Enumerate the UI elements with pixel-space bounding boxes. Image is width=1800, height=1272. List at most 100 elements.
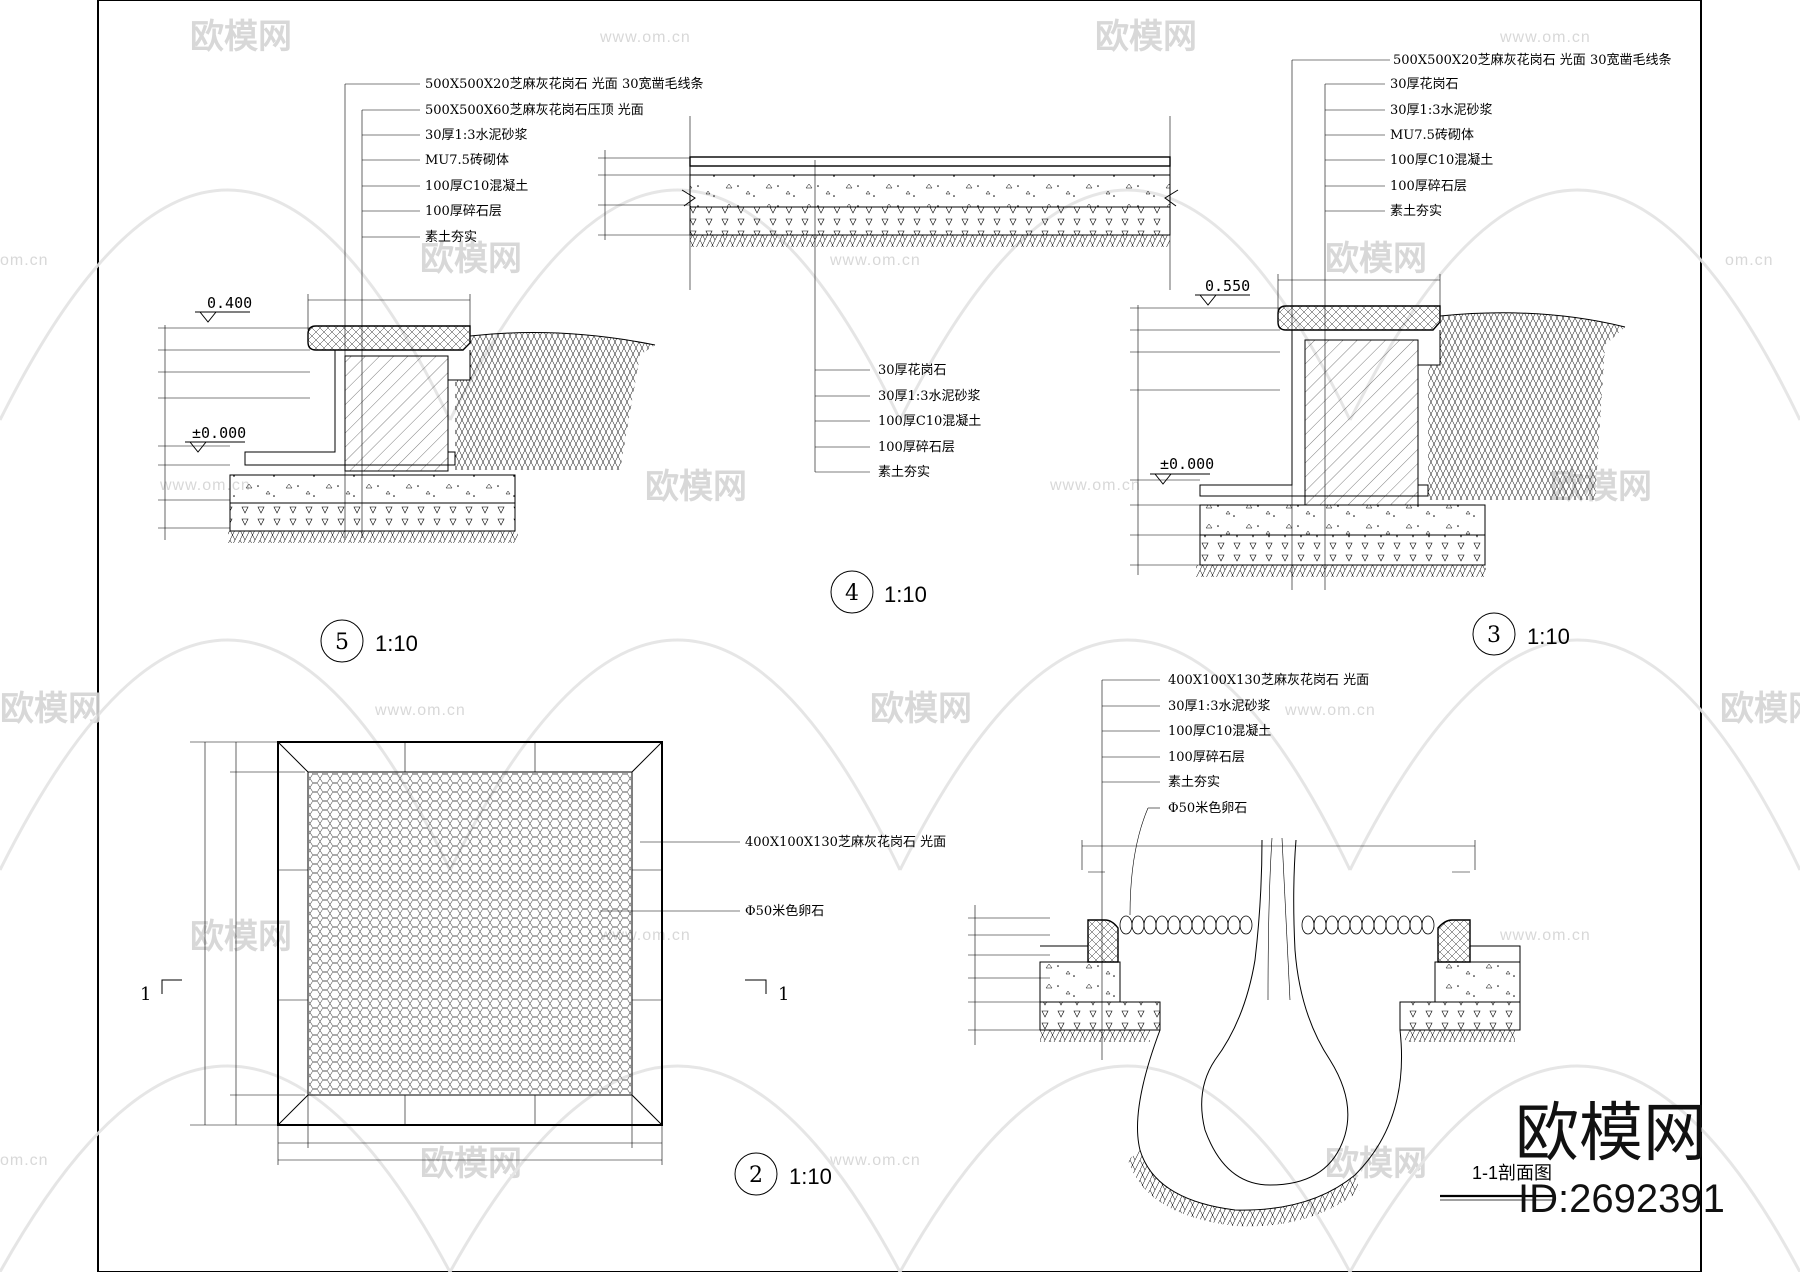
detail-3-backfill: [1428, 312, 1625, 500]
brand-stamp-id: ID:2692391: [1518, 1177, 1725, 1221]
svg-text:1:10: 1:10: [1527, 624, 1570, 649]
detail-2-section-mark-left: 1: [140, 979, 182, 1005]
detail-3-concrete: [1199, 504, 1486, 536]
note: 400X100X130芝麻灰花岗石 光面: [745, 834, 946, 850]
note: Φ50米色卵石: [1168, 800, 1247, 816]
svg-text:www.om.cn: www.om.cn: [159, 477, 251, 494]
detail-5-soil: [228, 531, 518, 543]
section-1-1-right-curb: [1437, 919, 1471, 963]
detail-2-inner-edge: [307, 771, 633, 1096]
detail-5-backfill: [455, 332, 655, 470]
note: Φ50米色卵石: [745, 903, 824, 919]
note: 400X100X130芝麻灰花岗石 光面: [1168, 672, 1369, 688]
detail-5-concrete: [229, 474, 516, 504]
detail-4-granite: [689, 156, 1171, 167]
detail-5-gravel: [229, 502, 516, 532]
section-1-1-title: 1-1剖面图: [1440, 1163, 1555, 1201]
detail-2-leaders: [600, 841, 740, 912]
detail-2-pebble-fill: [309, 773, 631, 1094]
watermark-logo: 欧模网 欧模网 欧模网 欧模网 欧模网 欧模网 欧模网 欧模网 欧模网 欧模网 …: [0, 18, 1800, 1183]
svg-text:欧模网: 欧模网: [870, 690, 972, 728]
detail-5-level-base: ±0.000: [185, 424, 246, 453]
note: 500X500X20芝麻灰花岗石 光面 30宽凿毛线条: [1393, 52, 1672, 68]
svg-text:欧模网: 欧模网: [645, 468, 747, 506]
detail-3: 500X500X20芝麻灰花岗石 光面 30宽凿毛线条 30厚花岗石 30厚1:…: [1130, 52, 1672, 656]
note: 30厚花岗石: [1390, 76, 1459, 92]
note: 100厚碎石层: [878, 440, 955, 455]
detail-4-concrete: [689, 174, 1171, 208]
note: 100厚碎石层: [425, 204, 502, 219]
section-1-1-left-paving: [1040, 945, 1089, 963]
note: 30厚花岗石: [878, 362, 947, 378]
detail-5-label: 5 1:10: [320, 619, 418, 663]
svg-text:0.550: 0.550: [1205, 277, 1250, 295]
svg-text:2: 2: [749, 1163, 763, 1188]
note: 素土夯实: [1390, 204, 1442, 219]
detail-4-gravel: [689, 206, 1171, 236]
section-1-1-notes: 400X100X130芝麻灰花岗石 光面 30厚1:3水泥砂浆 100厚C10混…: [1168, 672, 1369, 816]
detail-2-dims: [190, 741, 663, 1165]
section-1-1-pebbles: [1119, 915, 1435, 935]
section-1-1-right-concrete: [1434, 961, 1521, 1003]
note: 30厚1:3水泥砂浆: [1390, 103, 1492, 118]
svg-text:1: 1: [778, 984, 789, 1005]
note: 100厚C10混凝土: [1390, 152, 1493, 168]
detail-5-dims: [158, 294, 471, 540]
note: 30厚1:3水泥砂浆: [878, 389, 980, 404]
section-1-1-tree-pit: [1137, 1029, 1403, 1211]
detail-5: 500X500X20芝麻灰花岗石 光面 30宽凿毛线条 500X500X60芝麻…: [158, 76, 704, 663]
note: 500X500X60芝麻灰花岗石压顶 光面: [425, 102, 644, 118]
watermark-layer: 欧模网 欧模网 欧模网 欧模网 欧模网 欧模网 欧模网 欧模网 欧模网 欧模网 …: [0, 18, 1800, 1272]
detail-3-dims: [1130, 274, 1441, 575]
detail-4-label: 4 1:10: [830, 570, 927, 614]
note: 素土夯实: [425, 230, 477, 245]
detail-3-coping: [1277, 305, 1441, 331]
svg-text:3: 3: [1487, 623, 1501, 648]
detail-2-section-mark-right: 1: [745, 979, 789, 1005]
svg-text:www.om.cn: www.om.cn: [1499, 927, 1591, 944]
detail-3-gravel: [1199, 534, 1486, 566]
svg-text:om.cn: om.cn: [1725, 252, 1774, 269]
detail-2-corner-miters: [277, 741, 663, 1126]
svg-text:om.cn: om.cn: [0, 252, 49, 269]
section-1-1-right-gravel: [1399, 1001, 1521, 1031]
section-1-1-right-paving: [1470, 945, 1521, 963]
note: 100厚碎石层: [1168, 750, 1245, 765]
svg-text:www.om.cn: www.om.cn: [1284, 702, 1376, 719]
svg-text:欧模网: 欧模网: [420, 1145, 522, 1183]
brand-stamp: 欧模网 ID:2692391: [1515, 1097, 1725, 1221]
note: MU7.5砖砌体: [1390, 128, 1474, 143]
svg-text:1:10: 1:10: [375, 631, 418, 656]
detail-3-brick-wall: [1304, 339, 1419, 506]
svg-text:欧模网: 欧模网: [190, 918, 292, 956]
detail-2-joints: [278, 742, 662, 1125]
svg-text:www.om.cn: www.om.cn: [829, 252, 921, 269]
note: 100厚C10混凝土: [425, 178, 528, 194]
sheet-border: [97, 0, 1702, 1272]
section-1-1-dims: [968, 840, 1476, 1045]
detail-5-brick-wall: [344, 355, 449, 472]
svg-text:5: 5: [335, 630, 349, 655]
note: 素土夯实: [1168, 775, 1220, 790]
detail-4: 30厚花岗石 30厚1:3水泥砂浆 100厚C10混凝土 100厚碎石层 素土夯…: [598, 116, 1179, 614]
note: MU7.5砖砌体: [425, 153, 509, 168]
watermark-url: www.om.cn www.om.cn om.cn www.om.cn om.c…: [0, 29, 1774, 1169]
svg-text:1-1剖面图: 1-1剖面图: [1472, 1163, 1552, 1183]
note: 30厚1:3水泥砂浆: [425, 128, 527, 143]
svg-text:1:10: 1:10: [884, 582, 927, 607]
detail-3-notes: 500X500X20芝麻灰花岗石 光面 30宽凿毛线条 30厚花岗石 30厚1:…: [1390, 52, 1672, 219]
svg-text:±0.000: ±0.000: [192, 424, 246, 442]
detail-4-notes: 30厚花岗石 30厚1:3水泥砂浆 100厚C10混凝土 100厚碎石层 素土夯…: [878, 362, 981, 480]
detail-3-label: 3 1:10: [1472, 612, 1570, 656]
detail-3-level-top: 0.550: [1195, 277, 1250, 306]
svg-text:欧模网: 欧模网: [1095, 18, 1197, 56]
svg-text:www.om.cn: www.om.cn: [599, 29, 691, 46]
detail-2-label: 2 1:10: [734, 1152, 832, 1196]
section-1-1: 400X100X130芝麻灰花岗石 光面 30厚1:3水泥砂浆 100厚C10混…: [968, 672, 1555, 1227]
svg-text:欧模网: 欧模网: [190, 18, 292, 56]
section-1-1-root-ball: [1201, 839, 1349, 1186]
detail-2: 400X100X130芝麻灰花岗石 光面 Φ50米色卵石 1 1 2 1:10: [140, 741, 946, 1196]
note: 100厚C10混凝土: [1168, 723, 1271, 739]
detail-4-mortar: [689, 165, 1171, 176]
